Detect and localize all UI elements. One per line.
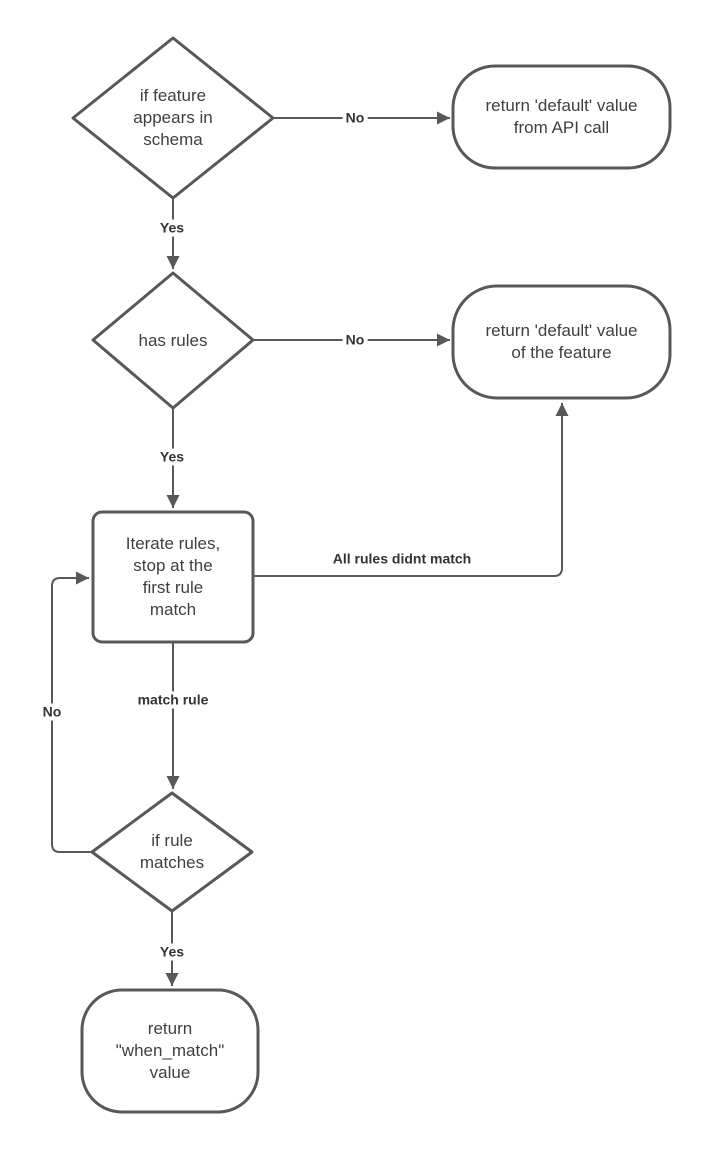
terminator-return-when-match	[80, 988, 260, 1114]
terminator-return-default-feature	[451, 284, 672, 400]
edge-all-rules-didnt-match	[253, 403, 569, 577]
decision-rule-matches	[90, 791, 254, 913]
process-iterate-rules	[91, 510, 255, 644]
edge-rule-no-loop	[51, 571, 92, 853]
decision-has-rules	[91, 271, 255, 410]
terminator-return-default-api	[451, 64, 672, 170]
decision-feature-in-schema	[71, 36, 275, 200]
